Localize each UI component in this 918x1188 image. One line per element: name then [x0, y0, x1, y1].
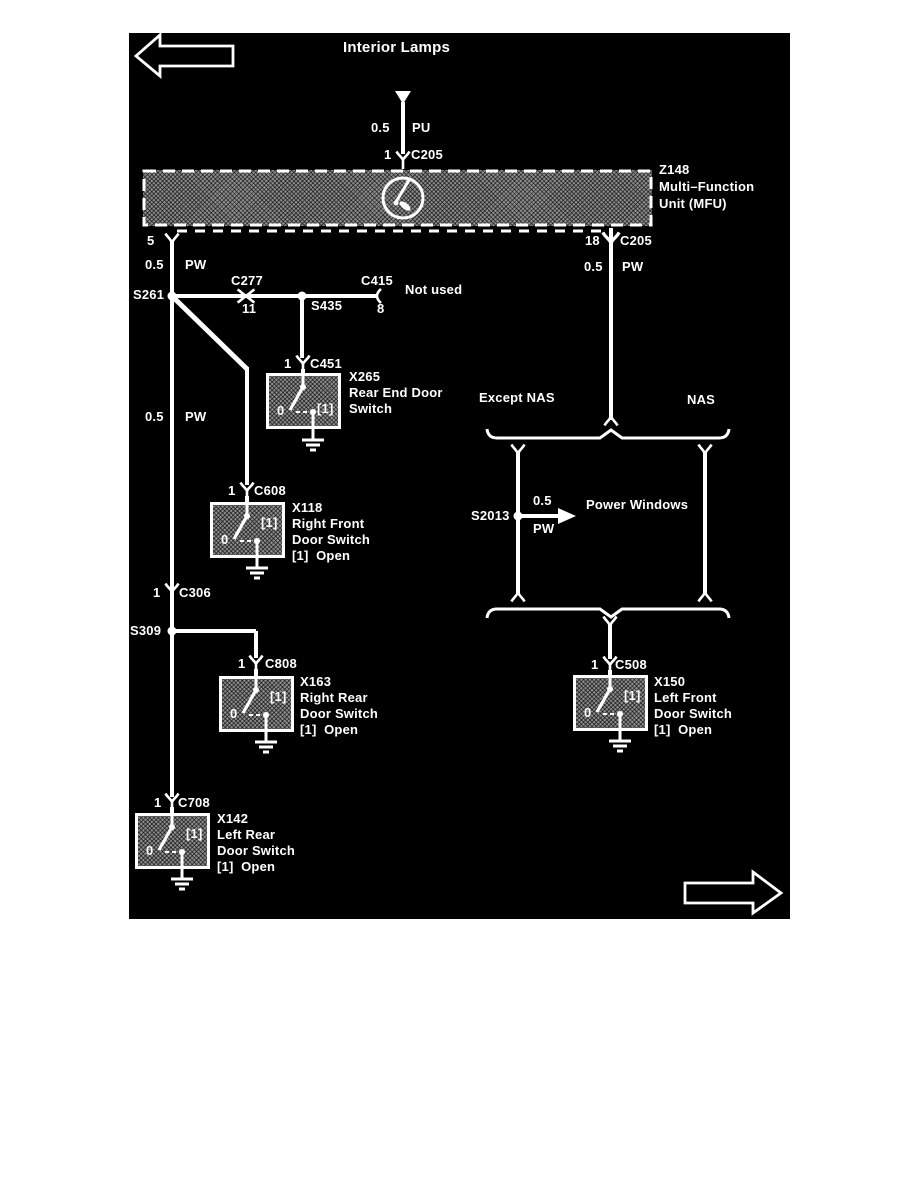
splice-s435-label: S435: [311, 298, 343, 313]
mfu-label-name2: Unit (MFU): [659, 196, 727, 211]
x150-pos0-label: 0: [584, 705, 592, 720]
x150-label-4: [1] Open: [654, 722, 713, 737]
variant-except-nas-label: Except NAS: [479, 390, 555, 405]
connector-c608-pin: 1: [228, 483, 236, 498]
x163-pos1-label: [1]: [270, 689, 287, 704]
switch-box-x150: [573, 675, 648, 731]
mfu-label-code: Z148: [659, 162, 690, 177]
x265-label-3: Switch: [349, 401, 393, 416]
switch-box-x163: [219, 676, 294, 732]
not-used-note: Not used: [405, 282, 463, 297]
connector-c415-pin: 8: [377, 301, 385, 316]
switch-box-x118: [210, 502, 285, 558]
page-title: Interior Lamps: [343, 39, 450, 56]
mfu-unit-box: [143, 170, 652, 226]
x118-pos1-label: [1]: [261, 515, 278, 530]
splice-s261-label: S261: [133, 287, 165, 302]
connector-c451-label: C451: [310, 356, 342, 371]
pin-5-label: 5: [147, 233, 155, 248]
connector-c708-label: C708: [178, 795, 210, 810]
connector-c306-pin: 1: [153, 585, 161, 600]
diagram-canvas: [129, 33, 790, 919]
x265-label-2: Rear End Door: [349, 385, 443, 400]
splice-s2013-label: S2013: [471, 508, 510, 523]
connector-c277-pin: 11: [242, 301, 257, 316]
x150-label-1: X150: [654, 674, 686, 689]
splice-s309-label: S309: [130, 623, 162, 638]
connector-c708-pin: 1: [154, 795, 162, 810]
x163-label-3: Door Switch: [300, 706, 379, 721]
x150-label-3: Door Switch: [654, 706, 733, 721]
x163-label-1: X163: [300, 674, 332, 689]
switch-box-x142: [135, 813, 210, 869]
x150-label-2: Left Front: [654, 690, 717, 705]
topfeed-pin: 1: [384, 147, 392, 162]
mfu-label-name1: Multi–Function: [659, 179, 755, 194]
connector-c306-label: C306: [179, 585, 211, 600]
topfeed-wire-size: 0.5: [371, 120, 390, 135]
x142-label-2: Left Rear: [217, 827, 276, 842]
right-wire-color: PW: [622, 259, 644, 274]
s2013-wire-color: PW: [533, 521, 555, 536]
x265-pos1-label: [1]: [317, 401, 334, 416]
x118-label-4: [1] Open: [292, 548, 351, 563]
x118-label-3: Door Switch: [292, 532, 371, 547]
power-windows-label: Power Windows: [586, 497, 689, 512]
connector-c508-pin: 1: [591, 657, 599, 672]
connector-c205-right-label: C205: [620, 233, 652, 248]
connector-c808-label: C808: [265, 656, 297, 671]
x142-label-4: [1] Open: [217, 859, 276, 874]
connector-c415-label: C415: [361, 273, 393, 288]
s2013-wire-size: 0.5: [533, 493, 552, 508]
left-wire2-size: 0.5: [145, 409, 164, 424]
variant-nas-label: NAS: [687, 392, 716, 407]
connector-c277-label: C277: [231, 273, 263, 288]
x142-label-1: X142: [217, 811, 249, 826]
x142-pos0-label: 0: [146, 843, 154, 858]
x118-pos0-label: 0: [221, 532, 229, 547]
x118-label-1: X118: [292, 500, 323, 515]
left-wire-color: PW: [185, 257, 207, 272]
pin-18-label: 18: [585, 233, 600, 248]
x118-label-2: Right Front: [292, 516, 365, 531]
x150-pos1-label: [1]: [624, 688, 641, 703]
x142-label-3: Door Switch: [217, 843, 296, 858]
x163-label-2: Right Rear: [300, 690, 368, 705]
x265-pos0-label: 0: [277, 403, 285, 418]
topfeed-connector: C205: [411, 147, 443, 162]
connector-c808-pin: 1: [238, 656, 246, 671]
connector-c451-pin: 1: [284, 356, 292, 371]
connector-c508-label: C508: [615, 657, 647, 672]
x163-label-4: [1] Open: [300, 722, 359, 737]
topfeed-wire-color: PU: [412, 120, 431, 135]
right-wire-size: 0.5: [584, 259, 603, 274]
left-wire-size: 0.5: [145, 257, 164, 272]
left-wire2-color: PW: [185, 409, 207, 424]
x265-label-1: X265: [349, 369, 381, 384]
x163-pos0-label: 0: [230, 706, 238, 721]
connector-c608-label: C608: [254, 483, 286, 498]
x142-pos1-label: [1]: [186, 826, 203, 841]
